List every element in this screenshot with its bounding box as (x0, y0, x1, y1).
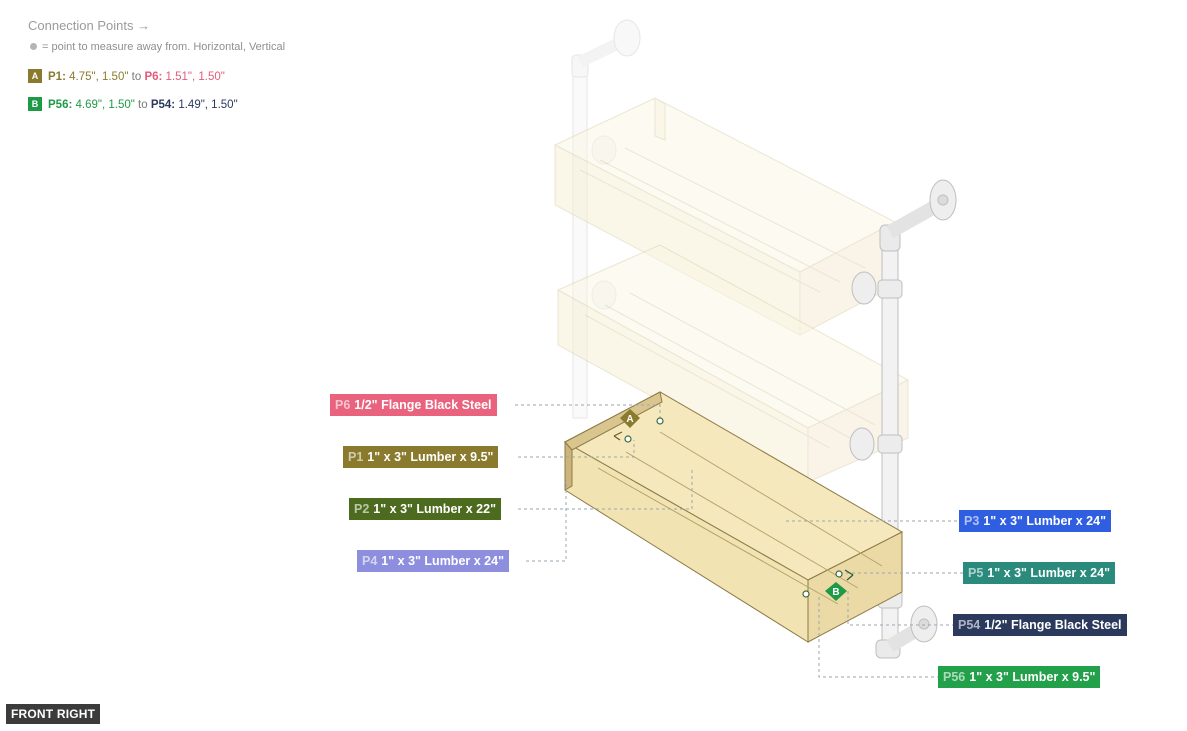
measure-points (624, 417, 843, 598)
badge-b: B (28, 97, 42, 111)
marker-a: A (613, 409, 640, 441)
svg-text:B: B (832, 587, 839, 598)
svg-text:A: A (626, 414, 633, 425)
marker-b: B (825, 569, 854, 601)
arrow-right-icon: → (137, 18, 151, 33)
legend-title: Connection Points → (28, 18, 151, 33)
badge-a: A (28, 69, 42, 83)
legend-hint: = point to measure away from. Horizontal… (30, 41, 285, 53)
view-label[interactable]: FRONT RIGHT (6, 704, 101, 724)
bottom-shelf (563, 391, 904, 643)
dot-icon (30, 43, 37, 50)
leader-lines (515, 404, 963, 678)
